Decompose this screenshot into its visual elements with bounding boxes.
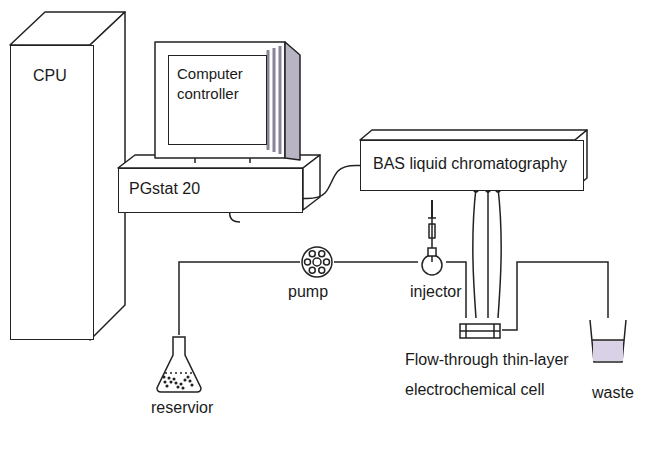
box-label: PGstat 20 (129, 179, 200, 200)
reservoir-flask: reservior (155, 335, 203, 393)
monitor-bezel (155, 42, 285, 158)
part-label: waste (590, 384, 636, 402)
cell-icon: Flow-through thin-layer electrochemical … (458, 318, 502, 342)
injector-icon-outline (418, 248, 446, 276)
bas-top-face (360, 130, 587, 140)
pump-icon: pump (300, 245, 334, 279)
injector-icon: injector (418, 248, 446, 276)
box-label: Computer controller (177, 64, 258, 103)
pump-icon-outline (300, 245, 334, 279)
part-label: reservior (149, 399, 215, 417)
reservoir-flask-outline (155, 335, 203, 393)
syringe-needle (431, 200, 433, 218)
flow-tubing (179, 262, 300, 335)
chromatograph-box: BAS liquid chromatography (360, 140, 584, 191)
waste-beaker: waste (588, 318, 628, 363)
flow-tubing (334, 261, 418, 263)
cell-icon-outline (458, 318, 502, 342)
waste-beaker-outline (588, 318, 628, 363)
cpu-tower: CPU (10, 45, 94, 340)
potentiostat-box: PGstat 20 (118, 168, 303, 213)
syringe (428, 218, 436, 248)
electrode-wire (473, 188, 476, 318)
part-label: injector (408, 283, 464, 301)
pgstat-side-face (303, 155, 320, 210)
box-label: BAS liquid chromatography (373, 154, 567, 175)
monitor-screen: Computer controller (168, 55, 267, 145)
part-label: Flow-through thin-layer electrochemical … (403, 345, 597, 405)
box-label: CPU (33, 66, 67, 87)
monitor-stand (195, 158, 250, 163)
monitor-side (285, 42, 300, 160)
flow-tubing (502, 262, 608, 330)
monitor-shading (268, 46, 280, 154)
electrode-wire (498, 188, 501, 318)
signal-cable (487, 191, 489, 318)
part-label: pump (286, 283, 330, 301)
signal-cable (303, 166, 360, 199)
